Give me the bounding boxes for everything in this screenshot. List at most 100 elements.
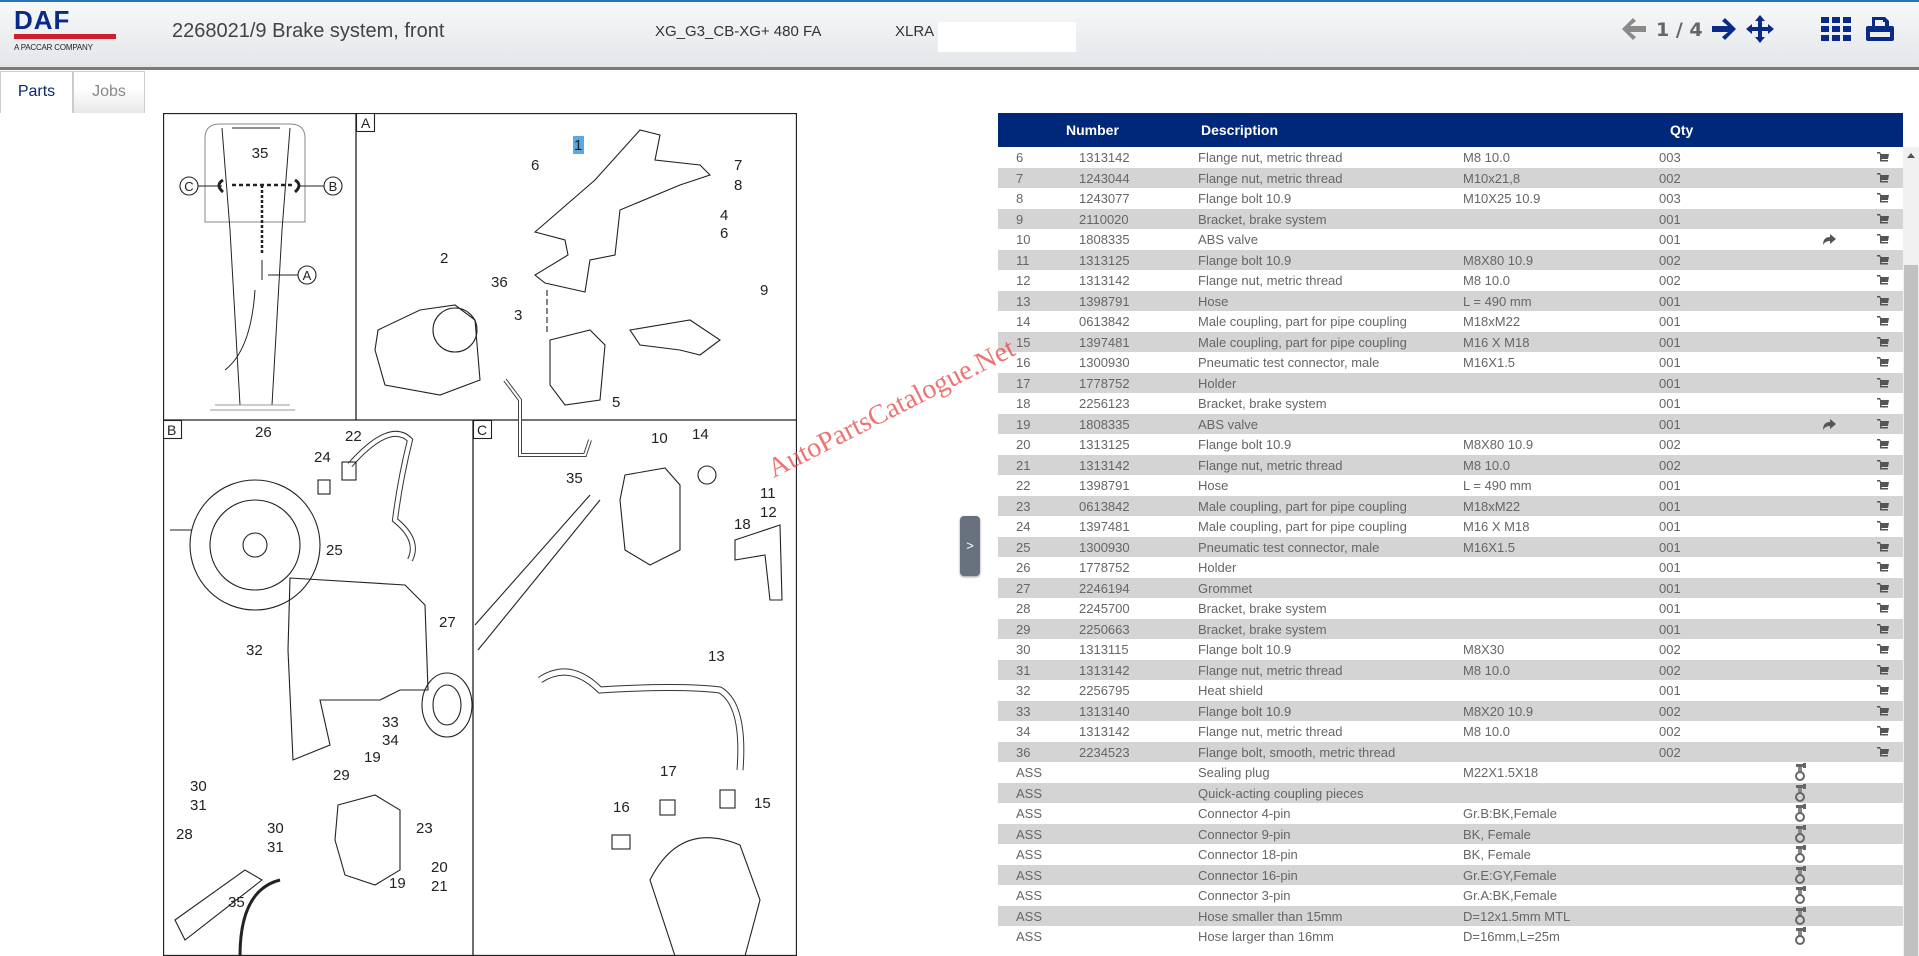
add-to-cart-icon[interactable] [1877,172,1889,187]
part-number-cell[interactable]: 1313142 [1079,457,1130,473]
callout-label[interactable]: 4 [720,207,728,224]
redirect-arrow-icon[interactable] [1822,418,1836,433]
callout-label[interactable]: C [184,179,193,194]
callout-label[interactable]: 26 [255,424,272,441]
part-number-cell[interactable]: 1313125 [1079,437,1130,452]
callout-label[interactable]: 29 [333,767,350,784]
part-number-cell[interactable]: 1808335 [1079,416,1130,432]
part-number-cell[interactable]: 1808335 [1079,232,1130,247]
add-to-cart-icon[interactable] [1877,356,1889,371]
part-number-cell[interactable]: 1313142 [1079,273,1130,288]
scroll-up-arrow-icon[interactable] [1907,153,1915,158]
callout-label[interactable]: 35 [228,894,245,911]
add-to-cart-icon[interactable] [1877,582,1889,597]
tab-jobs[interactable]: Jobs [73,71,145,113]
part-number-cell[interactable]: 1243077 [1079,191,1130,206]
collapse-diagram-button[interactable]: > [960,516,980,576]
add-to-cart-icon[interactable] [1877,233,1889,248]
callout-label[interactable]: 6 [720,225,728,242]
add-to-cart-icon[interactable] [1877,623,1889,638]
add-to-cart-icon[interactable] [1877,479,1889,494]
add-to-cart-icon[interactable] [1877,151,1889,166]
add-to-cart-icon[interactable] [1877,254,1889,269]
callout-label[interactable]: 35 [252,145,269,162]
assembly-tool-icon[interactable] [1794,783,1806,805]
part-number-cell[interactable]: 1243044 [1079,170,1130,186]
add-to-cart-icon[interactable] [1877,192,1889,207]
part-number-cell[interactable]: 1313142 [1079,150,1130,165]
part-number-cell[interactable]: 1397481 [1079,519,1130,534]
add-to-cart-icon[interactable] [1877,725,1889,740]
part-number-cell[interactable]: 2246194 [1079,580,1130,596]
add-to-cart-icon[interactable] [1877,377,1889,392]
callout-label[interactable]: 8 [734,177,742,194]
add-to-cart-icon[interactable] [1877,541,1889,556]
add-to-cart-icon[interactable] [1877,602,1889,617]
assembly-tool-icon[interactable] [1794,906,1806,928]
callout-label[interactable]: 5 [612,394,620,411]
callout-label[interactable]: 10 [651,430,668,447]
add-to-cart-icon[interactable] [1877,438,1889,453]
callout-label[interactable]: 24 [314,449,331,466]
print-button[interactable] [1864,14,1896,44]
callout-label[interactable]: 18 [734,516,751,533]
add-to-cart-icon[interactable] [1877,336,1889,351]
part-number-cell[interactable]: 2256795 [1079,683,1130,698]
assembly-tool-icon[interactable] [1794,804,1806,825]
add-to-cart-icon[interactable] [1877,213,1889,228]
part-number-cell[interactable]: 1313125 [1079,252,1130,268]
add-to-cart-icon[interactable] [1877,295,1889,310]
add-to-cart-icon[interactable] [1877,643,1889,658]
part-number-cell[interactable]: 0613842 [1079,498,1130,514]
add-to-cart-icon[interactable] [1877,705,1889,720]
part-number-cell[interactable]: 2245700 [1079,601,1130,616]
callout-label[interactable]: 35 [566,470,583,487]
callout-label[interactable]: 9 [760,282,768,299]
callout-label[interactable]: 2 [440,250,448,267]
part-number-cell[interactable]: 1313142 [1079,724,1130,739]
add-to-cart-icon[interactable] [1877,459,1889,474]
callout-label[interactable]: 21 [431,878,448,895]
callout-label[interactable]: 31 [190,797,207,814]
callout-label[interactable]: 33 [382,714,399,731]
callout-label[interactable]: 22 [345,428,362,445]
move-button[interactable] [1744,14,1776,44]
grid-view-button[interactable] [1819,14,1853,44]
add-to-cart-icon[interactable] [1877,418,1889,433]
assembly-tool-icon[interactable] [1794,845,1806,866]
callout-label[interactable]: 7 [734,157,742,174]
add-to-cart-icon[interactable] [1877,520,1889,535]
part-number-cell[interactable]: 1397481 [1079,334,1130,350]
callout-label[interactable]: 36 [491,274,508,291]
redirect-arrow-icon[interactable] [1822,233,1836,248]
callout-label[interactable]: 17 [660,763,677,780]
part-number-cell[interactable]: 2256123 [1079,396,1130,411]
callout-label[interactable]: B [329,179,338,194]
callout-label[interactable]: 23 [416,820,433,837]
add-to-cart-icon[interactable] [1877,274,1889,289]
callout-label[interactable]: 30 [267,820,284,837]
prev-page-button[interactable] [1619,14,1649,44]
